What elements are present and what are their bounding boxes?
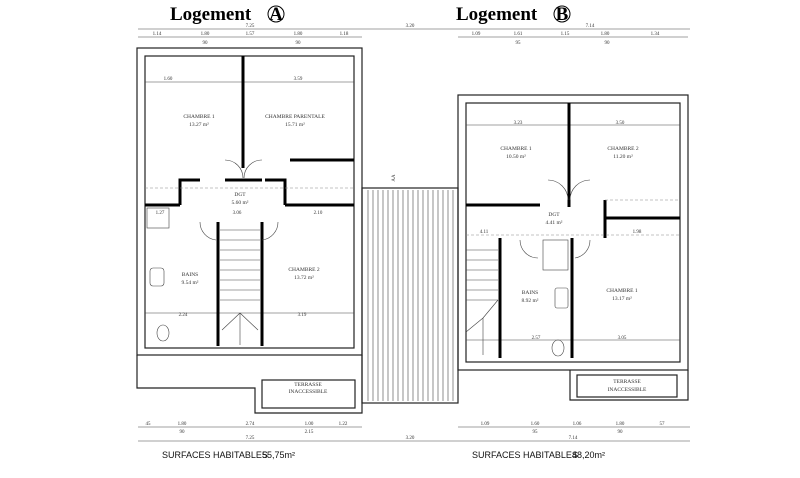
svg-text:1.80: 1.80	[201, 32, 210, 37]
svg-text:90: 90	[203, 41, 209, 46]
svg-text:1.80: 1.80	[178, 422, 187, 427]
svg-text:3.59: 3.59	[294, 77, 303, 82]
svg-text:7.14: 7.14	[569, 436, 578, 441]
svg-text:95: 95	[516, 41, 522, 46]
room-b-dgt: DGT	[548, 212, 560, 218]
svg-text:2.24: 2.24	[179, 313, 188, 318]
svg-text:INACCESSIBLE: INACCESSIBLE	[608, 387, 647, 393]
badge-a-circle	[267, 5, 285, 23]
svg-text:1.14: 1.14	[153, 32, 162, 37]
logement-a-title: Logement	[170, 4, 252, 25]
room-b-chambre2: CHAMBRE 2	[607, 146, 639, 152]
inner-dims-a: 1.60 3.59 1.27 3.06 2.10 2.24 3.19	[156, 77, 323, 318]
svg-text:1.60: 1.60	[531, 422, 540, 427]
svg-text:3.20: 3.20	[406, 436, 415, 441]
svg-text:3.19: 3.19	[298, 313, 307, 318]
svg-text:13.27 m²: 13.27 m²	[189, 122, 209, 128]
svg-text:57: 57	[660, 422, 666, 427]
svg-text:3.20: 3.20	[406, 24, 415, 29]
svg-text:90: 90	[296, 41, 302, 46]
bottom-dimensions: 45 1.80 2.74 1.00 1.22 90 2.15 7.25 3.20…	[138, 422, 690, 442]
svg-text:1.57: 1.57	[246, 32, 255, 37]
svg-text:1.09: 1.09	[472, 32, 481, 37]
svg-text:1.06: 1.06	[573, 422, 582, 427]
svg-text:7.25: 7.25	[246, 24, 255, 29]
svg-text:10.50 m²: 10.50 m²	[506, 154, 526, 160]
svg-text:1.98: 1.98	[633, 230, 642, 235]
room-a-bains: BAINS	[182, 272, 199, 278]
svg-text:1.00: 1.00	[305, 422, 314, 427]
svg-text:90: 90	[618, 430, 624, 435]
badge-b: B	[556, 4, 569, 25]
svg-text:2.15: 2.15	[305, 430, 314, 435]
svg-text:7.25: 7.25	[246, 436, 255, 441]
svg-text:13.72 m²: 13.72 m²	[294, 275, 314, 281]
svg-text:3.50: 3.50	[616, 121, 625, 126]
svg-text:7.14: 7.14	[586, 24, 595, 29]
svg-text:1.80: 1.80	[294, 32, 303, 37]
svg-text:1.80: 1.80	[616, 422, 625, 427]
top-dimensions: 7.25 3.20 7.14 1.14 1.80 1.57 1.80 1.18 …	[138, 24, 690, 46]
svg-text:90: 90	[180, 430, 186, 435]
svg-text:9.54 m²: 9.54 m²	[182, 280, 199, 286]
svg-text:45: 45	[146, 422, 152, 427]
svg-text:4.41 m²: 4.41 m²	[546, 220, 563, 226]
logement-b-plan: TERRASSE INACCESSIBLE	[457, 94, 689, 401]
svg-text:1.34: 1.34	[651, 32, 660, 37]
surface-value-a: 55,75m²	[262, 450, 295, 460]
svg-text:1.09: 1.09	[481, 422, 490, 427]
svg-text:1.22: 1.22	[339, 422, 348, 427]
svg-text:95: 95	[533, 430, 539, 435]
svg-text:1.60: 1.60	[164, 77, 173, 82]
room-b-chambre1-bis: CHAMBRE 1	[606, 288, 638, 294]
surface-label-b: SURFACES HABITABLES	[472, 450, 578, 460]
room-a-chambre-parentale: CHAMBRE PARENTALE	[265, 114, 325, 120]
svg-text:13.17 m²: 13.17 m²	[612, 296, 632, 302]
svg-text:8.92 m²: 8.92 m²	[522, 298, 539, 304]
svg-text:1.27: 1.27	[156, 211, 165, 216]
svg-text:2.57: 2.57	[532, 336, 541, 341]
badge-b-circle	[553, 5, 571, 23]
svg-text:1.18: 1.18	[340, 32, 349, 37]
svg-text:TERRASSE: TERRASSE	[294, 382, 322, 388]
svg-text:4.11: 4.11	[480, 230, 489, 235]
svg-text:1.61: 1.61	[514, 32, 523, 37]
svg-text:2.74: 2.74	[246, 422, 255, 427]
svg-text:1.80: 1.80	[601, 32, 610, 37]
surface-label-a: SURFACES HABITABLES	[162, 450, 268, 460]
room-a-chambre1: CHAMBRE 1	[183, 114, 215, 120]
svg-text:TERRASSE: TERRASSE	[613, 379, 641, 385]
room-b-chambre1: CHAMBRE 1	[500, 146, 532, 152]
svg-text:90: 90	[605, 41, 611, 46]
svg-text:2.10: 2.10	[314, 211, 323, 216]
svg-text:11.20 m²: 11.20 m²	[613, 154, 633, 160]
svg-text:1.15: 1.15	[561, 32, 570, 37]
svg-text:3.06: 3.06	[233, 211, 242, 216]
room-a-chambre2: CHAMBRE 2	[288, 267, 320, 273]
svg-text:AA: AA	[392, 174, 397, 182]
svg-text:INACCESSIBLE: INACCESSIBLE	[289, 389, 328, 395]
room-a-dgt: DGT	[234, 192, 246, 198]
badge-a: A	[269, 4, 283, 25]
logement-a-plan: TERRASSE INACCESSIBLE	[136, 47, 363, 414]
logement-b-title: Logement	[456, 4, 538, 25]
inner-dims-b: 3.23 3.50 4.11 1.98 2.57 3.05	[480, 121, 642, 341]
room-b-bains: BAINS	[522, 290, 539, 296]
central-pergola: AA	[361, 174, 459, 404]
svg-text:15.71 m²: 15.71 m²	[285, 122, 305, 128]
svg-text:3.23: 3.23	[514, 121, 523, 126]
surface-value-b: 48,20m²	[572, 450, 605, 460]
svg-text:5.60 m²: 5.60 m²	[232, 200, 249, 206]
svg-text:3.05: 3.05	[618, 336, 627, 341]
